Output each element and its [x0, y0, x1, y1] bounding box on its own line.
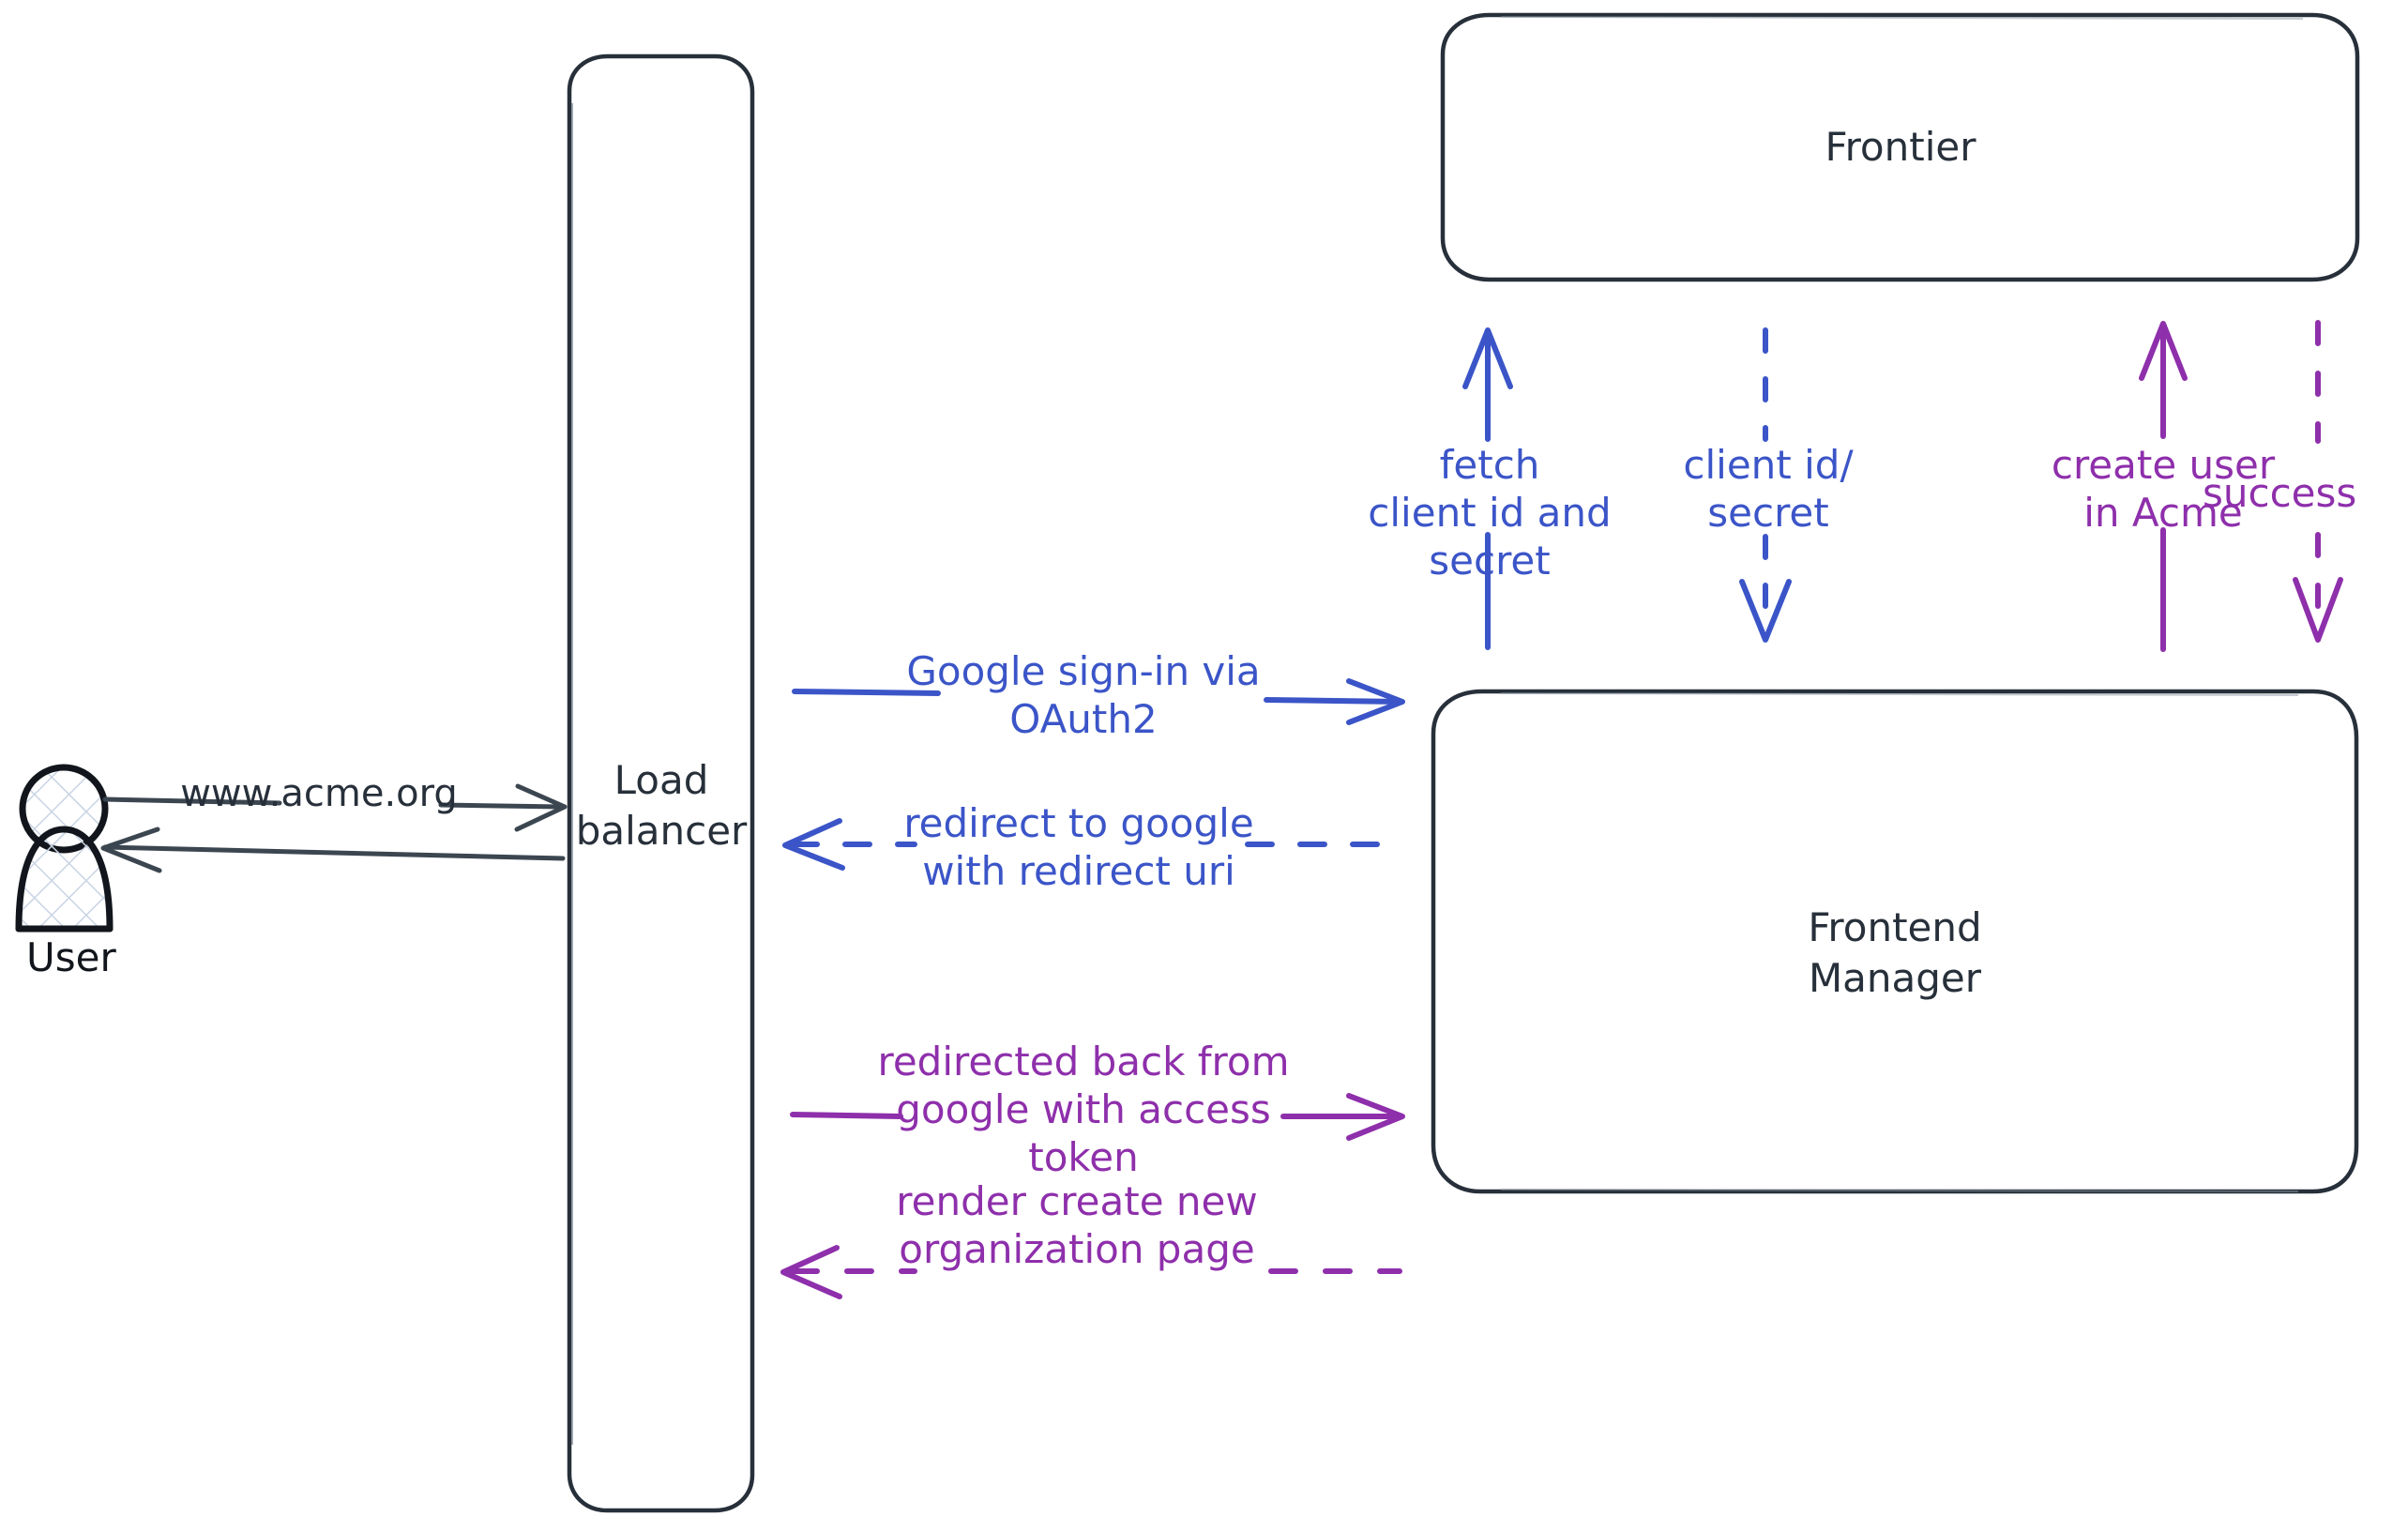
edge-fm-to-frontier-create-arrow — [2139, 321, 2188, 652]
edge-lb-to-fm-signin-arrow — [792, 678, 1405, 725]
edge-fm-to-lb-render-arrow — [780, 1245, 1402, 1299]
edge-fm-to-lb-redirect-arrow — [782, 818, 1402, 871]
person-icon — [15, 764, 114, 933]
node-load-balancer-shape[interactable] — [567, 53, 755, 1513]
edge-lb-to-fm-token-arrow — [790, 1093, 1405, 1141]
edge-lb-to-user-arrow — [100, 827, 566, 873]
edge-frontier-to-fm-success-arrow — [2293, 320, 2343, 643]
node-frontier-shape[interactable] — [1440, 12, 2360, 282]
edge-frontier-to-fm-creds-arrow — [1739, 327, 1792, 643]
node-frontend-manager-shape[interactable] — [1431, 689, 2359, 1194]
edge-user-to-lb-arrow — [102, 783, 568, 832]
edge-fm-to-frontier-fetch-arrow — [1462, 327, 1513, 650]
actor-label-user: User — [26, 934, 116, 980]
